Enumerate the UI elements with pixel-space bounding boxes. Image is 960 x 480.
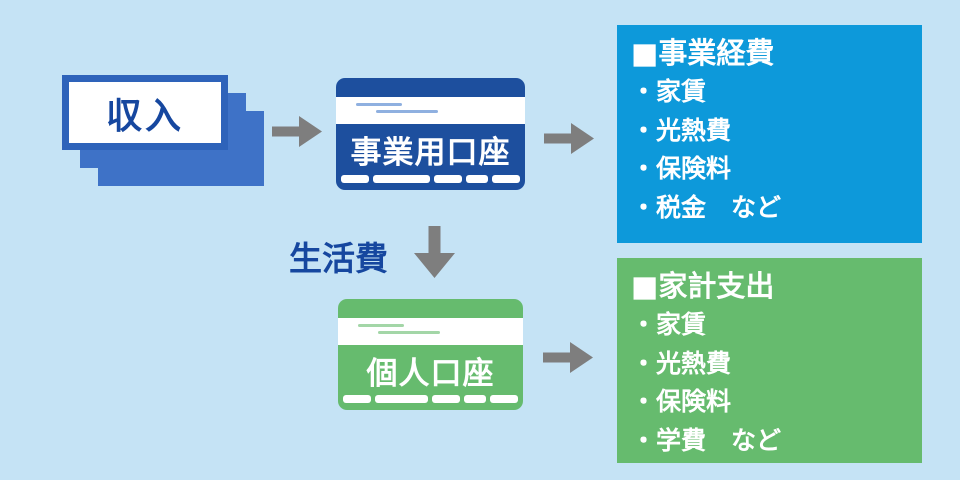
living-expense-label: 生活費 — [289, 239, 388, 278]
arrow-right-icon — [544, 123, 594, 154]
arrow-right-icon — [543, 342, 593, 373]
business-account-label: 事業用口座 — [350, 134, 511, 171]
passbook-text-line — [376, 110, 438, 113]
expense-item: ・光熱費 — [631, 348, 732, 378]
page-edge — [341, 175, 369, 183]
expense-item: ・保険料 — [631, 154, 732, 183]
arrow-down-icon — [414, 226, 455, 278]
business-account-passbook: 事業用口座 — [336, 78, 525, 190]
passbook-info-band — [338, 318, 523, 345]
expense-item: ・家賃 — [631, 310, 707, 339]
page-edge — [434, 175, 462, 183]
page-edge — [432, 395, 460, 403]
personal-account-label: 個人口座 — [366, 355, 495, 392]
passbook-page-edges — [343, 395, 518, 403]
passbook-text-line — [356, 103, 402, 106]
business-expenses-heading: ■事業経費 — [631, 36, 775, 70]
expense-item: ・光熱費 — [631, 115, 732, 145]
page-edge — [492, 175, 520, 183]
passbook-page-edges — [341, 175, 520, 183]
expense-item: ・家賃 — [631, 77, 707, 106]
income-label: 収入 — [105, 95, 184, 137]
household-expenses-heading: ■家計支出 — [631, 269, 775, 303]
arrow-right-icon — [272, 116, 322, 147]
page-edge — [373, 175, 430, 183]
page-edge — [464, 395, 486, 403]
page-edge — [343, 395, 371, 403]
page-edge — [466, 175, 488, 183]
expense-item: ・学費 など — [631, 425, 782, 455]
business-expenses-box: ■事業経費 ・家賃 ・光熱費 ・保険料 ・税金 など — [617, 25, 922, 243]
page-edge — [490, 395, 518, 403]
page-edge — [375, 395, 428, 403]
passbook-text-line — [358, 324, 404, 327]
income-card: 収入 — [62, 75, 228, 150]
passbook-text-line — [378, 331, 440, 334]
household-expenses-box: ■家計支出 ・家賃 ・光熱費 ・保険料 ・学費 など — [617, 258, 922, 463]
expense-item: ・保険料 — [631, 387, 732, 416]
expense-item: ・税金 など — [631, 192, 782, 222]
passbook-info-band — [336, 97, 525, 124]
personal-account-passbook: 個人口座 — [338, 299, 523, 410]
